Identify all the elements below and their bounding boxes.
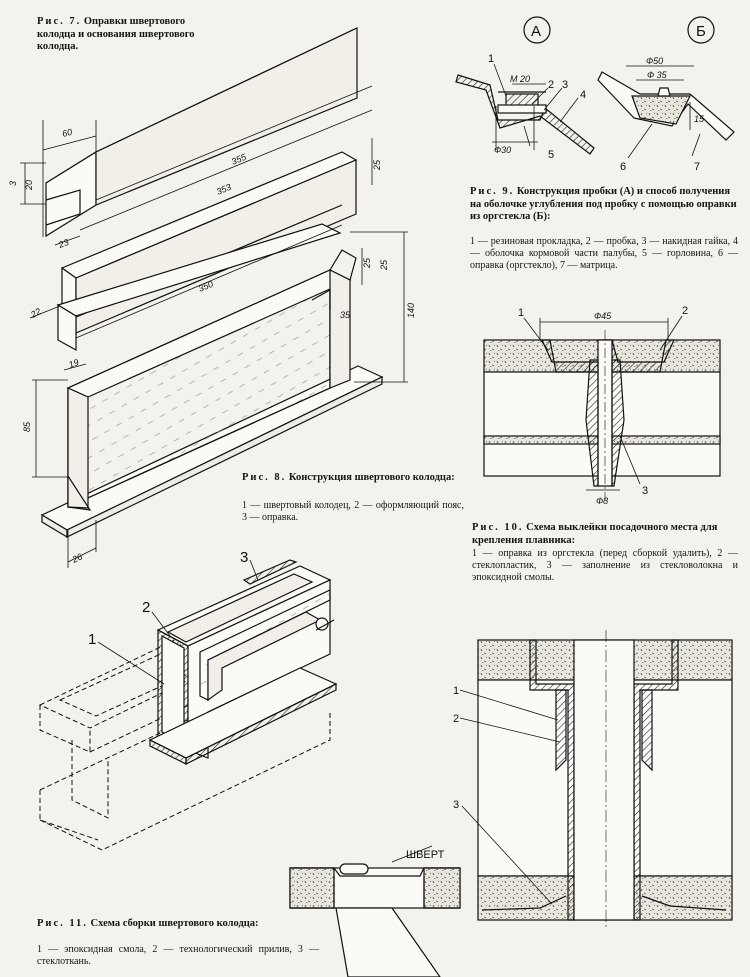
fig9-num-1: 1 bbox=[488, 53, 494, 65]
fig9-dim-phi30: Ф30 bbox=[494, 145, 511, 155]
fig10-caption: Рис. 10. Схема выклейки посадочного мест… bbox=[472, 522, 718, 546]
fig10-dim-phi8: Ф8 bbox=[596, 496, 608, 506]
fig8-caption: Рис. 8. Конструкция швертового колодца: bbox=[242, 472, 455, 483]
fig11-caption: Рис. 11. Схема сборки швертового колодца… bbox=[37, 918, 259, 929]
fig8-dim-25-a: 25 bbox=[362, 257, 372, 269]
fig12-num-2: 2 bbox=[453, 713, 459, 725]
fig7-drawing: 60 20 3 23 355 353 25 bbox=[8, 27, 382, 335]
fig10-num-3: 3 bbox=[642, 485, 648, 497]
fig11-legend: 1 — эпоксидная смола, 2 — технологически… bbox=[37, 944, 319, 967]
fig7-dim-20: 20 bbox=[24, 180, 34, 191]
fig9-mark-b-circle bbox=[687, 16, 715, 44]
fig11-num-1: 1 bbox=[88, 631, 96, 648]
fig11-num-2: 2 bbox=[142, 599, 150, 616]
fig10-caption-title: Схема выклейки посадочного места для кре… bbox=[472, 522, 718, 546]
fig7-caption-text: Оправки швертового колодца и основания ш… bbox=[37, 16, 195, 52]
fig8-caption-title: Конструкция швертового колодца: bbox=[288, 472, 455, 483]
fig12-num-1: 1 bbox=[453, 685, 459, 697]
fig7-dim-25: 25 bbox=[372, 159, 382, 171]
fig8-dim-35: 35 bbox=[340, 310, 351, 320]
fig11-caption-title: Схема сборки швертового колодца: bbox=[90, 918, 259, 929]
fig8-legend: 1 — швертовый колодец, 2 — оформляющий п… bbox=[242, 500, 464, 523]
fig9-dim-m20: M 20 bbox=[510, 74, 530, 84]
fig10-legend: 1 — оправка из оргстекла (перед сборкой … bbox=[472, 548, 738, 583]
fig9-legend: 1 — резиновая прокладка, 2 — пробка, 3 —… bbox=[470, 236, 738, 271]
fig9-mark-b: Б bbox=[696, 23, 706, 40]
fig11-num-3: 3 bbox=[240, 549, 248, 566]
fig9-dim-phi35: Ф 35 bbox=[647, 70, 668, 80]
fig12-drawing: 1 2 3 bbox=[453, 630, 733, 930]
fig7-dim-353: 353 bbox=[215, 182, 233, 197]
fig7-dim-23: 23 bbox=[56, 237, 70, 250]
shvert-label: ШВЕРТ bbox=[406, 849, 445, 861]
fig9-num-3: 3 bbox=[562, 79, 568, 91]
fig8-dim-26: 26 bbox=[70, 552, 84, 566]
fig9-drawing: А Б M 20 Ф30 1 2 3 4 5 Ф50 Ф 35 15 bbox=[455, 16, 735, 173]
fig7-upper-mandrel-front bbox=[45, 150, 97, 238]
fig11-drawing: 3 2 1 bbox=[38, 549, 338, 851]
fig8-dim-25-b: 25 bbox=[379, 259, 389, 271]
fig9-a-shell bbox=[455, 74, 595, 155]
fig9-mark-a-circle bbox=[523, 16, 551, 44]
fig9-dim-15: 15 bbox=[694, 114, 705, 124]
fig9-num-6: 6 bbox=[620, 161, 626, 173]
fig10-num-2: 2 bbox=[682, 305, 688, 317]
fig8-dim-22: 22 bbox=[28, 306, 43, 320]
fig7-dim-60: 60 bbox=[61, 127, 73, 139]
fig8-dim-19: 19 bbox=[67, 357, 80, 370]
fig7-upper-mandrel-side bbox=[95, 27, 358, 206]
fig10-dim-phi45: Ф45 bbox=[594, 311, 612, 321]
fig9-caption-title: Конструкция пробки (А) и способ получени… bbox=[470, 186, 737, 222]
fig9-num-7: 7 bbox=[694, 161, 700, 173]
fig9-num-2: 2 bbox=[548, 79, 554, 91]
fig9-num-4: 4 bbox=[580, 89, 586, 101]
fig9-dim-phi50: Ф50 bbox=[646, 56, 663, 66]
fig8-dim-140: 140 bbox=[406, 303, 416, 318]
fig8-dim-85: 85 bbox=[22, 421, 32, 432]
fig9-mark-a: А bbox=[531, 23, 541, 40]
fig9-caption: Рис. 9. Конструкция пробки (А) и способ … bbox=[470, 186, 737, 222]
fig10-num-1: 1 bbox=[518, 307, 524, 319]
fig7-dim-355: 355 bbox=[230, 151, 249, 166]
fig8-drawing: 22 350 25 25 35 140 19 85 26 bbox=[22, 223, 416, 568]
fig9-num-5: 5 bbox=[548, 149, 554, 161]
fig12-num-3: 3 bbox=[453, 799, 459, 811]
fig7-caption: Рис. 7. Оправки швертового колодца и осн… bbox=[37, 16, 195, 52]
shvert-section-drawing: ШВЕРТ bbox=[289, 845, 461, 977]
fig7-dim-3: 3 bbox=[8, 181, 18, 186]
fig10-drawing: Ф45 Ф8 1 2 3 bbox=[483, 305, 721, 506]
